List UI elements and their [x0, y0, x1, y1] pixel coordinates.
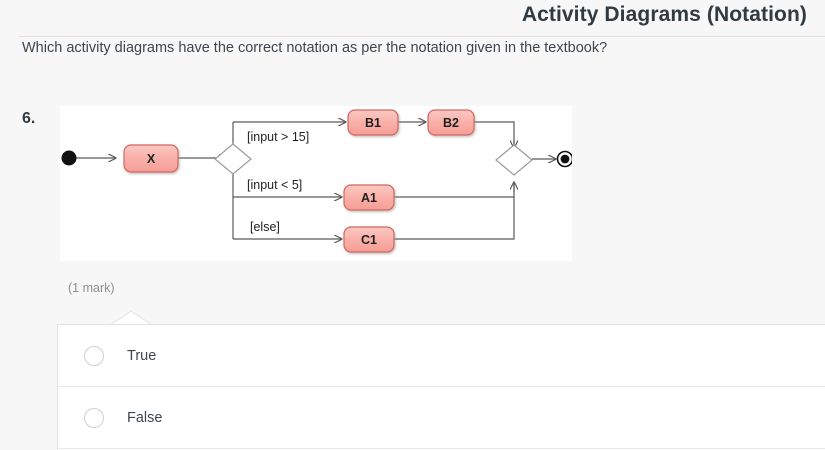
- decision-node-icon: [214, 143, 252, 175]
- final-node-icon: [556, 150, 572, 168]
- answer-option-false-label: False: [127, 409, 163, 426]
- activity-node-c1: [343, 226, 395, 253]
- activity-node-b1-label: B1: [365, 116, 381, 130]
- activity-node-b2: [427, 109, 475, 136]
- page-title: Activity Diagrams (Notation): [521, 3, 807, 26]
- guard-label-top: [input > 15]: [247, 130, 309, 144]
- activity-node-a1: [343, 184, 395, 211]
- question-number: 6.: [22, 110, 36, 127]
- answer-option-true-label: True: [127, 347, 157, 364]
- radio-button-false[interactable]: [84, 407, 104, 428]
- edge-c1-to-merge: [394, 197, 515, 240]
- activity-node-b2-label: B2: [443, 116, 459, 130]
- header-divider: [18, 36, 825, 37]
- activity-node-x: [123, 144, 179, 173]
- merge-node-icon: [495, 144, 533, 176]
- activity-node-a1-label: A1: [361, 191, 377, 205]
- quiz-header: Activity Diagrams (Notation): [0, 0, 825, 37]
- activity-diagram-svg: X B1 B2 A1 C1 [input > 15] [input < 5] […: [61, 109, 572, 253]
- initial-node-icon: [61, 150, 77, 166]
- guard-label-middle: [input < 5]: [247, 178, 302, 192]
- question-prompt: Which activity diagrams have the correct…: [22, 40, 608, 56]
- edge-b2-to-merge: [472, 121, 515, 146]
- answer-card-notch: [110, 310, 152, 325]
- activity-node-c1-label: C1: [361, 233, 377, 247]
- guard-label-bottom: [else]: [250, 220, 280, 234]
- answer-options-card: True False: [57, 324, 825, 450]
- activity-diagram: X B1 B2 A1 C1 [input > 15] [input < 5] […: [60, 106, 572, 261]
- radio-button-true[interactable]: [84, 345, 104, 366]
- marks-note: (1 mark): [68, 281, 115, 295]
- answer-option-true[interactable]: True: [58, 325, 825, 387]
- activity-node-x-label: X: [147, 152, 156, 166]
- activity-node-b1: [347, 109, 399, 136]
- answer-option-false[interactable]: False: [58, 387, 825, 449]
- edge-a1-to-merge: [394, 184, 515, 198]
